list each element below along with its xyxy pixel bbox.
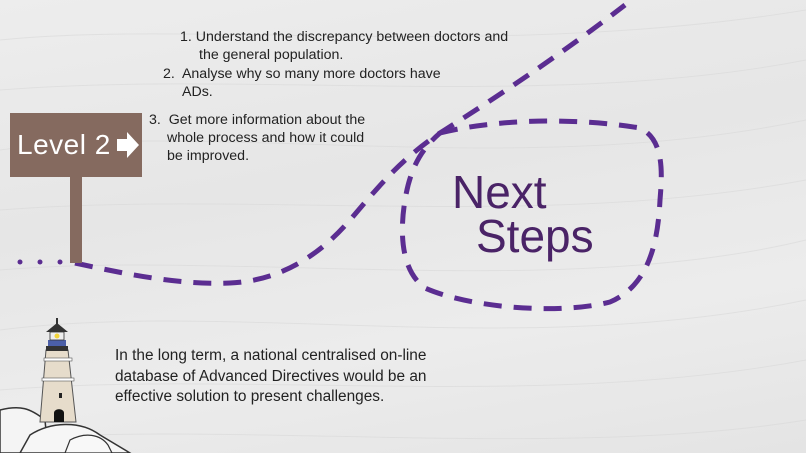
step-text: be improved. <box>167 148 250 164</box>
conclusion-line: database of Advanced Directives would be… <box>115 367 427 385</box>
title-line-1: Next <box>452 166 547 218</box>
step-number: 3. <box>149 112 161 128</box>
conclusion-line: In the long term, a national centralised… <box>115 347 427 364</box>
step-1: 1. Understand the discrepancy between do… <box>180 28 508 64</box>
step-text: Get more information about the <box>164 112 366 128</box>
step-text: the general population. <box>199 47 344 63</box>
level-sign: Level 2 <box>10 113 142 177</box>
conclusion-text: In the long term, a national centralised… <box>115 346 426 408</box>
step-text: Understand the discrepancy between docto… <box>195 29 509 45</box>
title-line-2: Steps <box>476 210 594 262</box>
step-text: ADs. <box>182 84 213 100</box>
lighthouse-icon <box>0 318 132 453</box>
sign-label: Level 2 <box>17 129 111 160</box>
conclusion-line: effective solution to present challenges… <box>115 388 385 405</box>
step-number: 2. <box>163 66 175 82</box>
step-number: 1. <box>180 29 192 45</box>
step-3: 3. Get more information about the whole … <box>149 111 365 165</box>
step-text: Analyse why so many more doctors have <box>178 66 441 82</box>
dot <box>57 259 63 265</box>
dot <box>17 259 23 265</box>
right-arrow-icon <box>116 132 139 158</box>
step-2: 2. Analyse why so many more doctors have… <box>163 65 441 101</box>
page-title: Next Steps <box>452 169 594 262</box>
step-text: whole process and how it could <box>167 130 365 146</box>
sign-post <box>70 177 82 263</box>
dot <box>37 259 43 265</box>
